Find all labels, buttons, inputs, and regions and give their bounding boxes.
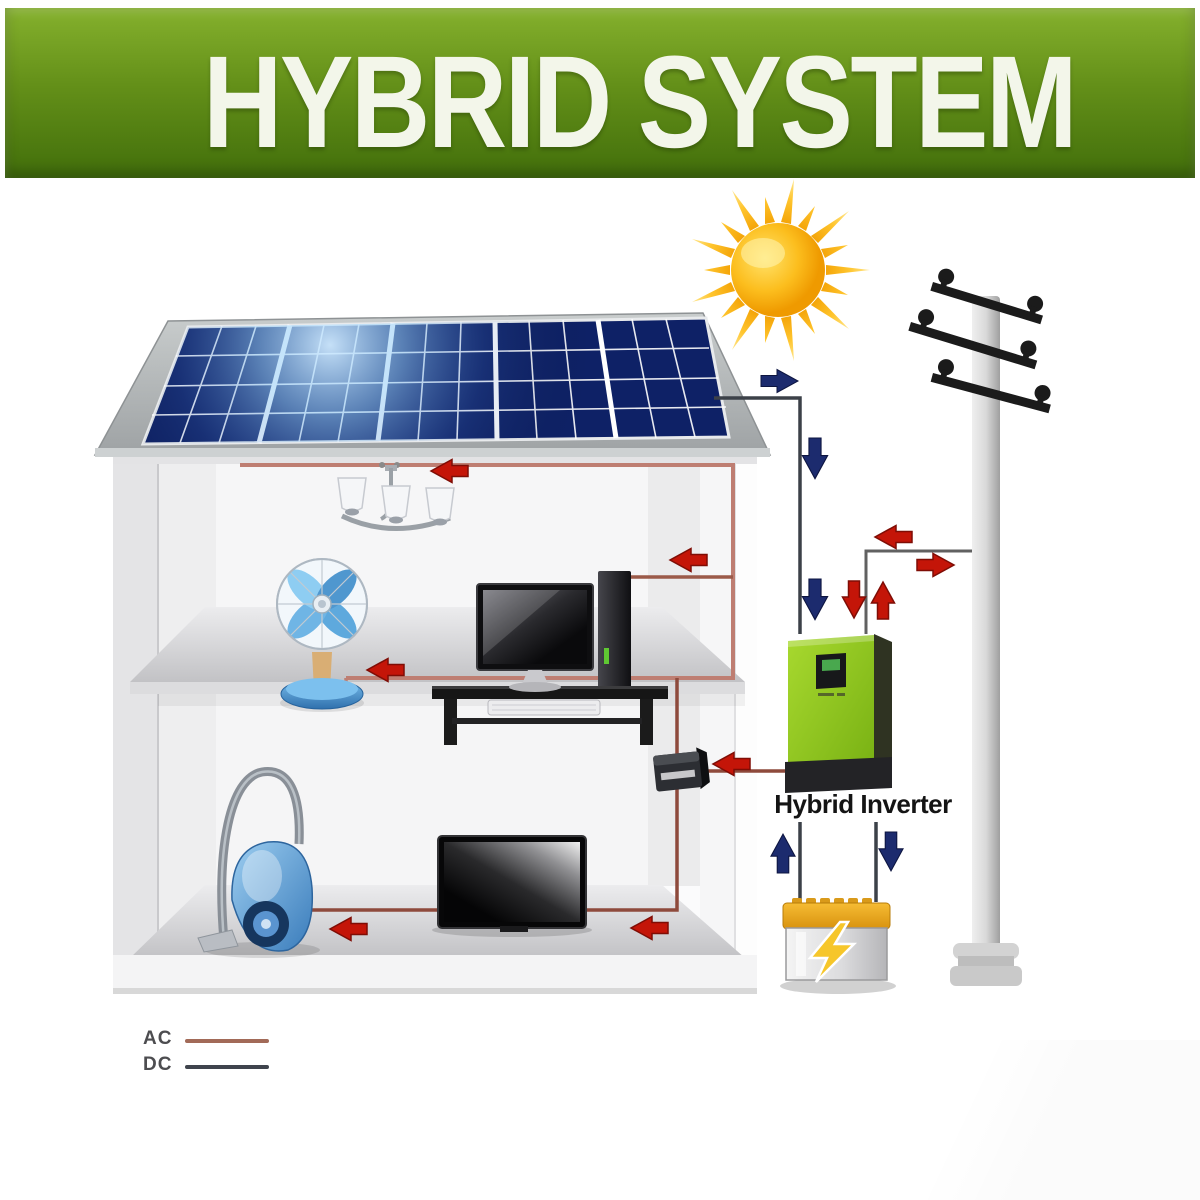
vacuum-nozzle [197,929,239,953]
fan-icon [276,558,368,712]
vacuum-icon [197,767,320,958]
tv-icon [432,835,592,937]
dc-arrow-battery-down [878,831,904,872]
grid-wire [864,549,974,634]
corner-shading [800,1040,1200,1200]
legend-ac-line [185,1039,269,1043]
dc-arrow-down-2 [801,578,829,621]
page-title: HYBRID SYSTEM [203,28,1078,175]
desk [432,686,668,699]
crossarm [930,359,1051,414]
keyboard [487,699,601,716]
inverter-display [816,653,846,689]
monitor [476,583,594,692]
lightning-bolt-icon [807,920,858,983]
ac-arrow-down [841,580,867,619]
hybrid-inverter-icon [785,634,892,793]
crossarm [908,309,1038,370]
legend-dc-line [185,1065,269,1069]
ac-arrow-grid-out [916,552,955,578]
legend-dc-label: DC [143,1054,173,1075]
crossarm [930,268,1044,325]
lamp-shade [425,487,455,526]
ac-arrow-up [870,581,896,620]
house [113,453,757,994]
inverter-label: Hybrid Inverter [774,789,952,819]
computer-icon [432,571,668,745]
utility-pole-icon [908,268,1051,986]
legend-ac-label: AC [143,1028,173,1049]
dc-arrow-panel-out [760,369,799,393]
lamp-shade [337,477,367,516]
dc-wires [714,396,878,902]
title-banner: HYBRID SYSTEM [5,8,1195,178]
ac-arrow-grid-in [874,524,913,550]
chandelier-icon [337,465,455,531]
lamp-shade [381,485,411,524]
solar-panel-icon [140,316,731,446]
dc-arrow-down-1 [801,437,829,480]
battery-icon [780,898,896,994]
dc-arrow-battery-up [770,833,796,874]
sun-icon [692,179,870,361]
pc-tower [598,571,631,688]
junction-box-icon [653,747,710,792]
